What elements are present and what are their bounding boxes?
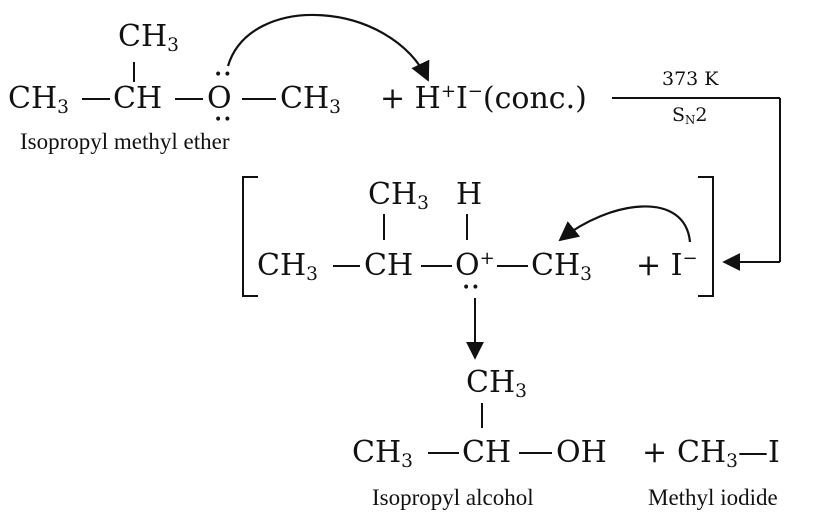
curved-arrow-o-to-h bbox=[226, 13, 430, 82]
reactant-label: Isopropyl methyl ether bbox=[20, 129, 230, 154]
product-methyl-iodide: CH3—I bbox=[677, 435, 780, 473]
product-ch: CH bbox=[462, 435, 512, 470]
product-ch3-left: CH3 bbox=[352, 435, 413, 473]
product-plus: + bbox=[642, 435, 668, 470]
intermediate-branch-ch3: CH3 bbox=[368, 177, 429, 215]
intermediate-ch3-right: CH3 bbox=[531, 248, 592, 286]
curved-arrow-i-to-ch3 bbox=[558, 205, 692, 243]
product-iodide-label: Methyl iodide bbox=[648, 485, 778, 510]
intermediate-iodide: + I− bbox=[636, 248, 698, 283]
reactant-ch3-right: CH3 bbox=[280, 81, 341, 119]
product-branch-ch3: CH3 bbox=[466, 365, 527, 403]
product-alcohol-label: Isopropyl alcohol bbox=[372, 485, 534, 510]
left-bracket bbox=[242, 176, 258, 297]
intermediate-ch: CH bbox=[364, 248, 414, 283]
condition-temperature: 373 K bbox=[662, 68, 719, 90]
intermediate-oxonium: O+ bbox=[455, 248, 495, 283]
reactant-oxygen: O bbox=[207, 81, 232, 116]
right-bracket bbox=[698, 176, 714, 297]
reagent-hi: + H+I−(conc.) bbox=[380, 81, 587, 116]
intermediate-ch3-left: CH3 bbox=[257, 248, 318, 286]
reactant-ch3-left: CH3 bbox=[8, 81, 69, 119]
reactant-o-lone-pair-top: •• bbox=[214, 67, 233, 83]
reactant-o-lone-pair-bottom: •• bbox=[214, 112, 233, 128]
intermediate-h: H bbox=[456, 177, 483, 212]
product-oh: OH bbox=[556, 435, 607, 470]
reactant-branch-ch3: CH3 bbox=[118, 19, 179, 57]
condition-mechanism: SN2 bbox=[672, 104, 708, 128]
reactant-ch: CH bbox=[113, 81, 163, 116]
intermediate-o-lone-pair: •• bbox=[462, 280, 481, 296]
